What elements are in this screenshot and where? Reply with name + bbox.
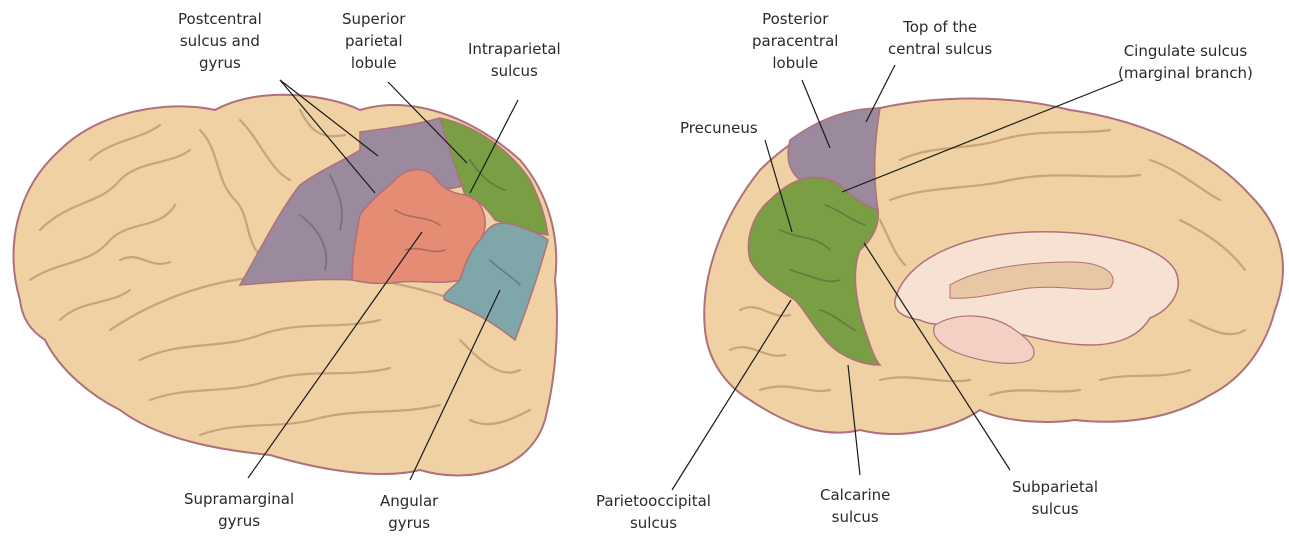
- label-line: Top of the: [888, 16, 992, 38]
- label-line: gyrus: [184, 510, 294, 532]
- label-line: parietal: [342, 30, 405, 52]
- label-intraparietal-sulcus: Intraparietal sulcus: [468, 38, 561, 82]
- label-posterior-paracentral-lobule: Posterior paracentral lobule: [752, 8, 838, 74]
- label-superior-parietal-lobule: Superior parietal lobule: [342, 8, 405, 74]
- label-line: sulcus: [820, 506, 890, 528]
- label-line: Postcentral: [178, 8, 262, 30]
- label-line: lobule: [752, 52, 838, 74]
- label-line: Precuneus: [680, 117, 758, 139]
- label-line: Parietooccipital: [596, 490, 711, 512]
- label-line: Calcarine: [820, 484, 890, 506]
- lateral-brain-view: [13, 95, 556, 476]
- label-line: paracentral: [752, 30, 838, 52]
- label-top-of-central-sulcus: Top of the central sulcus: [888, 16, 992, 60]
- label-angular-gyrus: Angular gyrus: [380, 490, 438, 534]
- label-line: Posterior: [752, 8, 838, 30]
- label-line: gyrus: [380, 512, 438, 534]
- label-line: Cingulate sulcus: [1118, 40, 1253, 62]
- label-line: (marginal branch): [1118, 62, 1253, 84]
- label-parietooccipital-sulcus: Parietooccipital sulcus: [596, 490, 711, 534]
- label-cingulate-sulcus: Cingulate sulcus (marginal branch): [1118, 40, 1253, 84]
- label-line: sulcus: [1012, 498, 1098, 520]
- label-line: Subparietal: [1012, 476, 1098, 498]
- label-line: Angular: [380, 490, 438, 512]
- label-line: gyrus: [178, 52, 262, 74]
- label-line: Superior: [342, 8, 405, 30]
- label-line: Supramarginal: [184, 488, 294, 510]
- label-calcarine-sulcus: Calcarine sulcus: [820, 484, 890, 528]
- label-line: lobule: [342, 52, 405, 74]
- label-postcentral-sulcus-gyrus: Postcentral sulcus and gyrus: [178, 8, 262, 74]
- label-line: sulcus and: [178, 30, 262, 52]
- label-line: central sulcus: [888, 38, 992, 60]
- label-precuneus: Precuneus: [680, 117, 758, 139]
- medial-brain-view: [704, 98, 1283, 433]
- label-line: sulcus: [596, 512, 711, 534]
- label-subparietal-sulcus: Subparietal sulcus: [1012, 476, 1098, 520]
- label-line: sulcus: [468, 60, 561, 82]
- label-line: Intraparietal: [468, 38, 561, 60]
- label-supramarginal-gyrus: Supramarginal gyrus: [184, 488, 294, 532]
